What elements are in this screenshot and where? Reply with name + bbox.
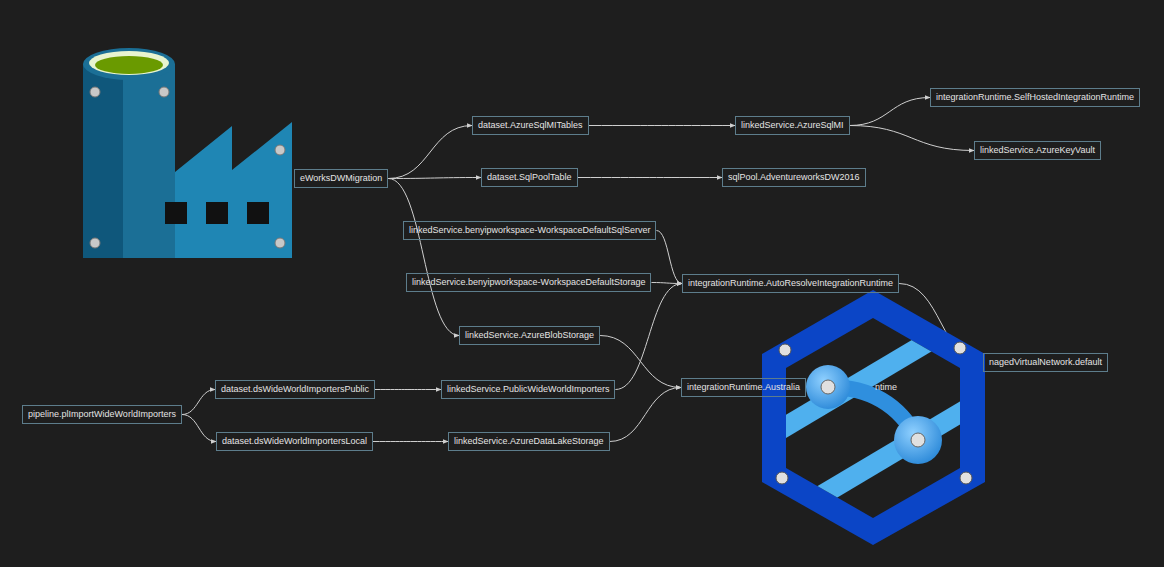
dependency-connector xyxy=(651,283,682,284)
resource-box: sqlPool.AdventureworksDW2016 xyxy=(722,168,866,187)
resource-name: linkedService.benyipworkspace-WorkspaceD… xyxy=(412,277,645,287)
band xyxy=(780,410,965,520)
synapse-node xyxy=(894,416,942,464)
screw xyxy=(911,433,925,447)
resource-box: dataset.dsWideWorldImportersLocal xyxy=(216,432,373,451)
dependency-connector xyxy=(182,415,216,442)
resource-box: eWorksDWMigration xyxy=(294,169,388,188)
synapse-bands xyxy=(780,320,965,520)
dependency-connector xyxy=(388,126,472,179)
resource-name: dataset.SqlPoolTable xyxy=(487,172,572,182)
dependency-connector xyxy=(615,284,682,390)
resource-name: linkedService.PublicWideWorldImporters xyxy=(447,384,609,394)
resource-box: linkedService.AzureBlobStorage xyxy=(459,326,600,345)
silo-rim xyxy=(89,51,169,75)
dependency-connector xyxy=(578,177,722,178)
dependency-connector xyxy=(388,179,459,336)
resource-name: linkedService.AzureSqlMI xyxy=(741,120,844,130)
factory-window xyxy=(247,202,269,224)
screw xyxy=(90,238,100,248)
factory-silo-shade xyxy=(83,64,123,258)
resource-box: linkedService.benyipworkspace-WorkspaceD… xyxy=(406,273,651,292)
dependency-connector xyxy=(375,389,441,390)
screw xyxy=(90,87,100,97)
silo-top xyxy=(83,48,175,80)
resource-name: sqlPool.AdventureworksDW2016 xyxy=(728,172,860,182)
screw xyxy=(275,238,285,248)
resource-box: pipeline.plImportWideWorldImporters xyxy=(22,405,182,424)
resource-box: nagedVirtualNetwork.default xyxy=(983,353,1108,372)
resource-box: dataset.AzureSqlMITables xyxy=(472,116,589,135)
resource-box: dataset.SqlPoolTable xyxy=(481,168,578,187)
resource-box: linkedService.AzureSqlMI xyxy=(735,116,850,135)
data-factory-icon xyxy=(83,48,292,258)
screw xyxy=(159,87,169,97)
resource-box: dataset.dsWideWorldImportersPublic xyxy=(215,380,375,399)
factory-window xyxy=(165,202,187,224)
resource-name: linkedService.AzureKeyVault xyxy=(980,145,1095,155)
resource-name: linkedService.benyipworkspace-WorkspaceD… xyxy=(409,225,650,235)
dependency-connector xyxy=(388,178,481,179)
resource-box: linkedService.PublicWideWorldImporters xyxy=(441,380,615,399)
factory-silo xyxy=(83,64,175,258)
resource-name: linkedService.AzureBlobStorage xyxy=(465,330,594,340)
resource-name: dataset.dsWideWorldImportersPublic xyxy=(221,384,369,394)
screw xyxy=(779,344,791,356)
screw xyxy=(821,380,835,394)
screw xyxy=(275,145,285,155)
dependency-connector xyxy=(589,125,735,126)
resource-box: linkedService.benyipworkspace-WorkspaceD… xyxy=(403,221,656,240)
factory-window xyxy=(206,202,228,224)
factory-building xyxy=(175,122,292,258)
dependency-connector xyxy=(182,390,215,415)
resource-name: nagedVirtualNetwork.default xyxy=(989,357,1102,367)
resource-name: dataset.dsWideWorldImportersLocal xyxy=(222,436,367,446)
synapse-node xyxy=(806,365,850,409)
band xyxy=(780,320,965,430)
dependency-connector xyxy=(850,126,974,151)
screw xyxy=(776,472,788,484)
screw xyxy=(954,342,966,354)
dependency-connector xyxy=(850,98,930,126)
resource-name: integrationRuntime.AutoResolveIntegratio… xyxy=(688,278,893,288)
resource-box: integrationRuntime.SelfHostedIntegration… xyxy=(930,88,1140,107)
resource-box: linkedService.AzureDataLakeStorage xyxy=(448,432,610,451)
resource-name: eWorksDWMigration xyxy=(300,173,382,183)
resource-name: dataset.AzureSqlMITables xyxy=(478,120,583,130)
resource-name: pipeline.plImportWideWorldImporters xyxy=(28,409,176,419)
dependency-connector xyxy=(610,388,681,442)
resource-name: integrationRuntime.SelfHostedIntegration… xyxy=(936,92,1134,102)
screw xyxy=(960,472,972,484)
resource-box: integrationRuntime.AutoResolveIntegratio… xyxy=(682,274,899,293)
dependency-connector xyxy=(373,441,448,442)
resource-box: linkedService.AzureKeyVault xyxy=(974,141,1101,160)
silo-liquid xyxy=(95,56,163,74)
dependency-connector xyxy=(656,231,682,284)
synapse-icon xyxy=(762,290,985,545)
resource-name: linkedService.AzureDataLakeStorage xyxy=(454,436,604,446)
hexagon-outer xyxy=(762,290,985,545)
